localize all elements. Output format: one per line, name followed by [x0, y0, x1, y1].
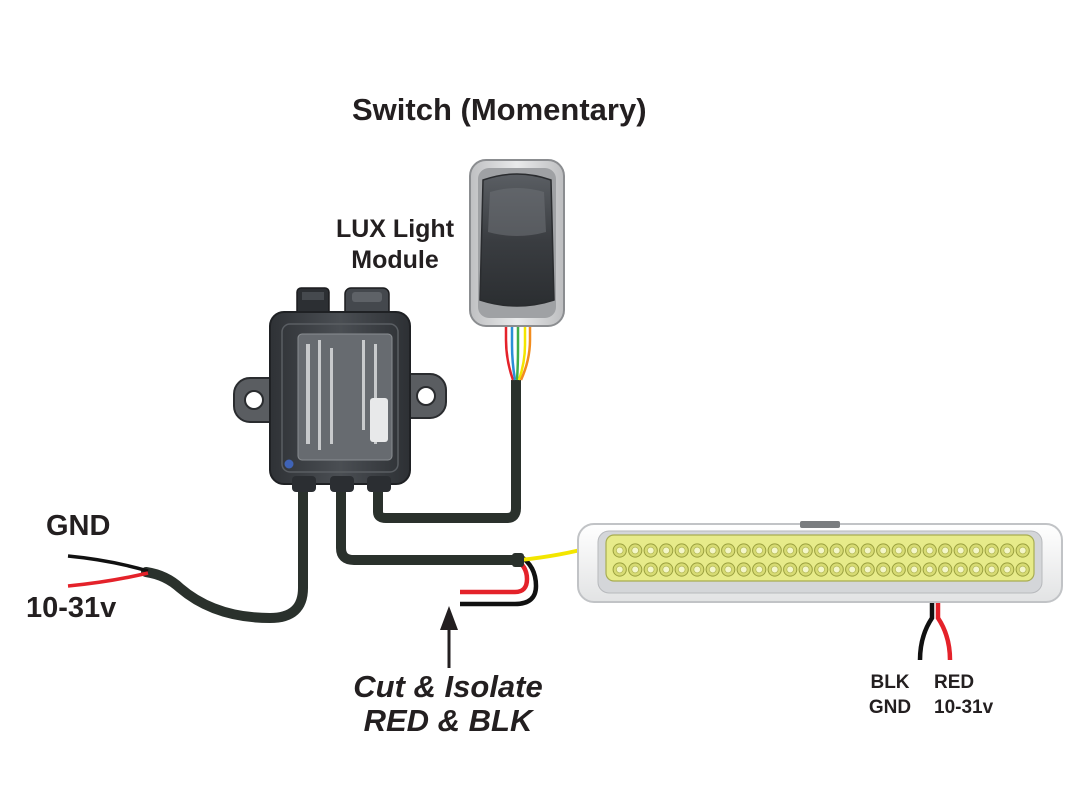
power-harness-wire — [141, 477, 308, 624]
cut-isolate-line1: Cut & Isolate — [353, 669, 543, 704]
voltage-input-label: 10-31v — [26, 592, 117, 624]
light-harness-wire — [336, 482, 520, 565]
power-input-red-wire — [67, 571, 149, 588]
bar-voltage-label: 10-31v — [934, 697, 994, 718]
gnd-input-wire — [67, 554, 149, 573]
rocker-switch-icon — [469, 159, 565, 327]
arrow-up-icon — [440, 606, 458, 668]
blk-label: BLK — [870, 672, 910, 693]
module-label: LUX Light Module — [322, 214, 468, 276]
gnd-input-label: GND — [46, 510, 111, 542]
switch-title: Switch (Momentary) — [352, 92, 647, 127]
bar-black-wire — [917, 600, 935, 661]
led-light-bar-icon — [577, 521, 1063, 603]
bar-red-wire — [935, 600, 953, 661]
module-label-line2: Module — [351, 246, 439, 274]
bar-red-wire-label: RED 10-31v — [934, 670, 993, 720]
light-connector — [512, 553, 524, 567]
red-label: RED — [934, 672, 975, 693]
cut-black-wire — [460, 554, 539, 607]
gnd-label: GND — [868, 697, 912, 718]
cut-isolate-line2: RED & BLK — [363, 703, 533, 738]
light-module-icon — [233, 287, 447, 492]
bar-black-wire-label: BLK GND — [866, 670, 914, 720]
cut-isolate-note: Cut & Isolate RED & BLK — [330, 670, 566, 738]
switch-wire-stubs — [504, 325, 532, 381]
switch-harness-wire — [373, 380, 521, 523]
module-label-line1: LUX Light — [335, 215, 455, 243]
harness-wires — [67, 325, 953, 661]
